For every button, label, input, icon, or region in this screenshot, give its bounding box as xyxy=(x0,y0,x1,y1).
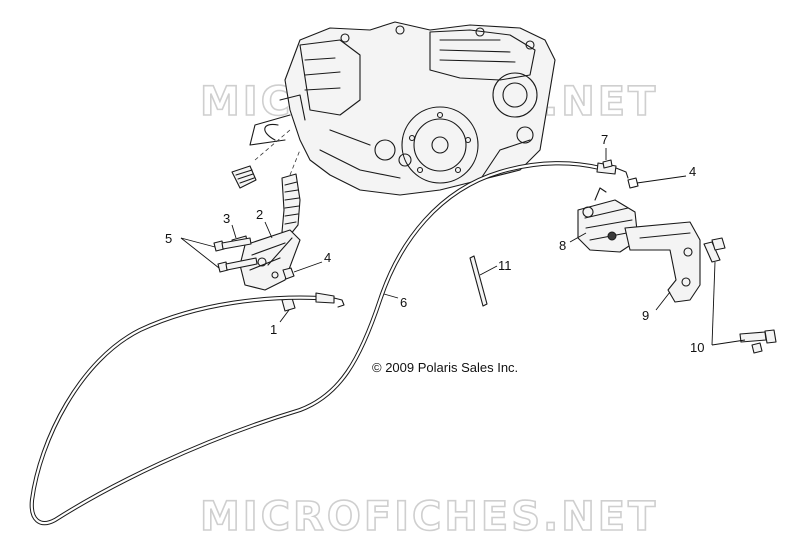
callout-4-left: 4 xyxy=(324,250,331,265)
callout-8: 8 xyxy=(559,238,566,253)
brake-caliper xyxy=(577,187,639,253)
callout-1: 1 xyxy=(270,322,277,337)
cotter-pin xyxy=(602,159,613,169)
clip-right xyxy=(627,177,639,189)
callout-5: 5 xyxy=(165,231,172,246)
copyright-notice: © 2009 Polaris Sales Inc. xyxy=(372,360,518,375)
brake-cable xyxy=(29,161,629,526)
watermark-bottom: MICROFICHES.NET xyxy=(200,494,658,540)
callout-9: 9 xyxy=(642,308,649,323)
callout-7: 7 xyxy=(601,132,608,147)
caliper-bracket xyxy=(624,221,701,303)
callout-10: 10 xyxy=(690,340,704,355)
callout-2: 2 xyxy=(256,207,263,222)
callout-3: 3 xyxy=(223,211,230,226)
nut-left xyxy=(282,267,295,280)
mounting-bolts-left xyxy=(213,237,258,273)
brake-lever-handle xyxy=(281,149,301,236)
callout-11: 11 xyxy=(498,258,512,273)
brake-rod xyxy=(469,255,488,307)
callout-6: 6 xyxy=(400,295,407,310)
mounting-bolts-right xyxy=(703,237,777,354)
callout-4-right: 4 xyxy=(689,164,696,179)
engine-assembly xyxy=(231,21,556,196)
